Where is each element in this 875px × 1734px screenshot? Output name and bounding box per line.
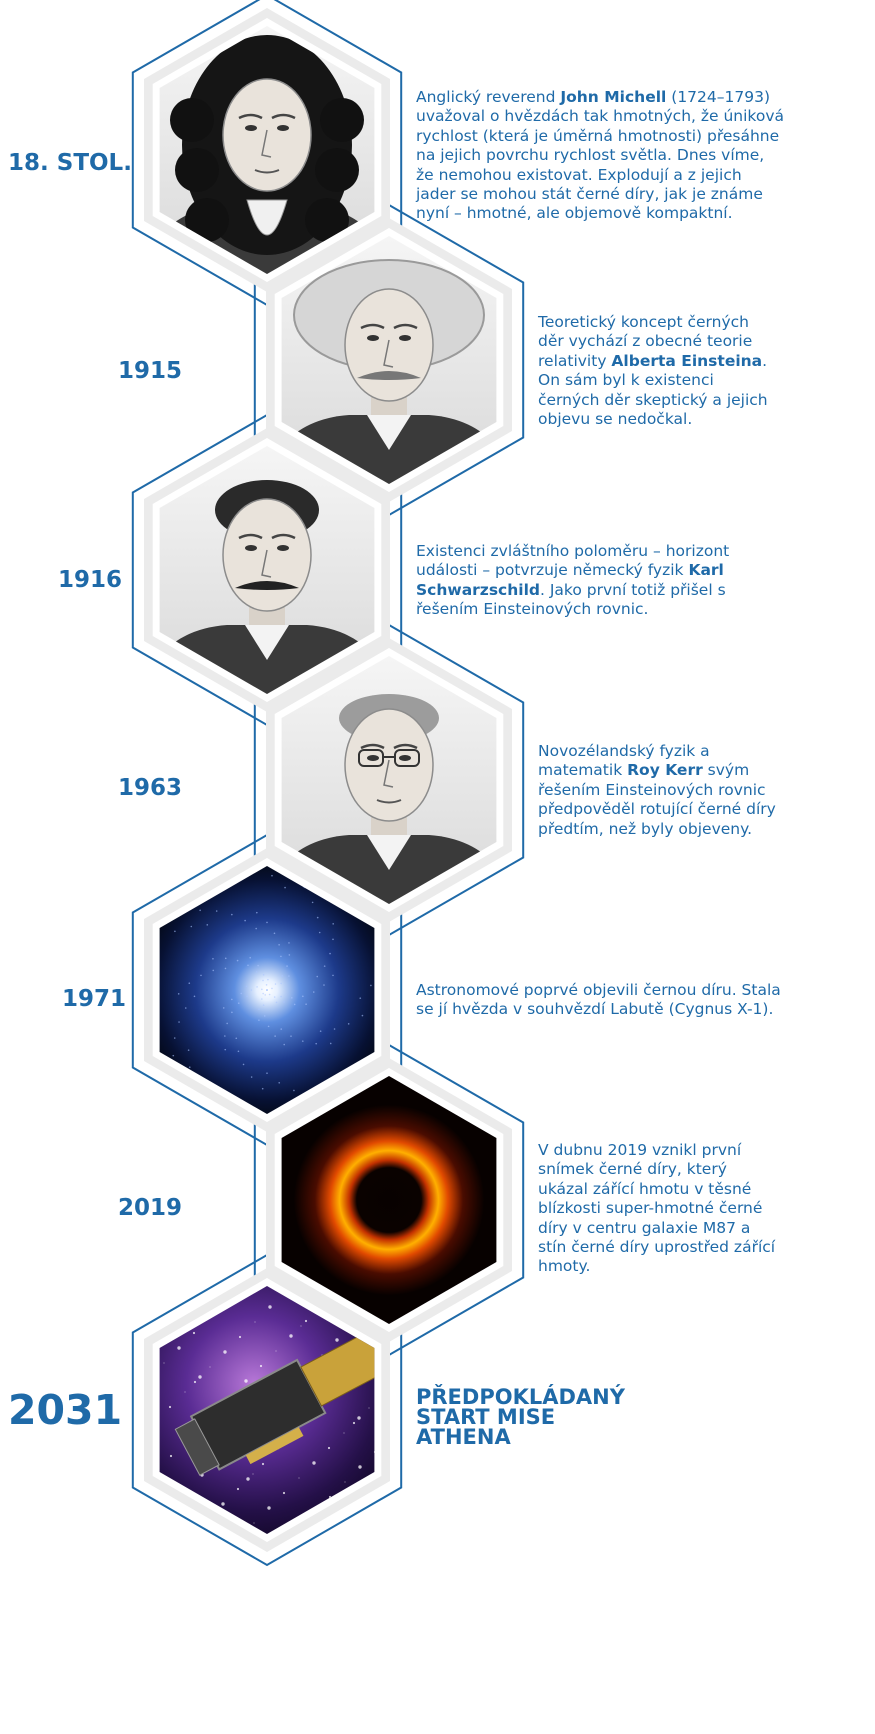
satellite-icon [174,1328,375,1476]
text-run: Teoretický koncept černých děr vychází z… [538,313,753,370]
text-run: Anglický reverend [416,88,561,106]
text-run: svým řešením Einsteinových rovnic předpo… [538,761,776,838]
text-run: V dubnu 2019 vznikl první snímek černé d… [538,1141,776,1276]
black-hole-m87-image [281,1076,497,1324]
description-schwarzschild: Existenci zvláštního poloměru – horizont… [416,542,791,620]
timeline-node-portrait-john-michell [144,8,390,292]
text-run: . Jako první totiž přišel s řešením Eins… [416,580,726,619]
text-run: Astronomové poprvé objevili černou díru.… [416,981,781,1019]
athena-satellite-image [159,1286,375,1534]
description-athena: PŘEDPOKLÁDANÝ START MISE ATHENA [416,1385,656,1449]
description-einstein: Teoretický koncept černých děr vychází z… [538,313,778,429]
timeline-node-portrait-albert-einstein [266,218,512,502]
timeline-node-black-hole-m87 [266,1058,512,1342]
text-run: Novozélandský fyzik a matematik [538,742,710,780]
description-roy-kerr: Novozélandský fyzik a matematik Roy Kerr… [538,742,778,839]
highlighted-name: Alberta Einsteina [611,351,763,370]
highlighted-name: PŘEDPOKLÁDANÝ START MISE ATHENA [416,1385,625,1449]
text-run: . On sám byl k existenci černých děr ske… [538,351,768,429]
year-label-1963: 1963 [118,775,183,801]
year-label-1915: 1915 [118,358,183,384]
highlighted-name: Karl Schwarzschild [416,561,724,599]
year-label-2031: 2031 [8,1386,123,1434]
text-run: Existenci zvláštního poloměru – horizont… [416,542,730,580]
text-run: (1724–1793) uvažoval o hvězdách tak hmot… [416,88,784,223]
description-m87: V dubnu 2019 vznikl první snímek černé d… [538,1141,778,1277]
timeline-node-portrait-karl-schwarzschild [144,428,390,712]
year-label-2019: 2019 [118,1195,183,1221]
description-john-michell: Anglický reverend John Michell (1724–179… [416,88,786,224]
description-cygnus-x1: Astronomové poprvé objevili černou díru.… [416,981,798,1020]
year-label-18-stol: 18. STOL. [8,150,132,176]
year-label-1971: 1971 [62,986,127,1012]
timeline-node-athena-satellite [144,1268,390,1552]
portrait-albert-einstein-image [281,236,497,484]
highlighted-name: John Michell [560,88,667,106]
highlighted-name: Roy Kerr [627,761,703,780]
portrait-john-michell-image [159,26,375,274]
timeline-node-portrait-roy-kerr [266,638,512,922]
timeline-node-glowing-star-cygnus-x1 [144,848,390,1132]
year-label-1916: 1916 [58,567,123,593]
